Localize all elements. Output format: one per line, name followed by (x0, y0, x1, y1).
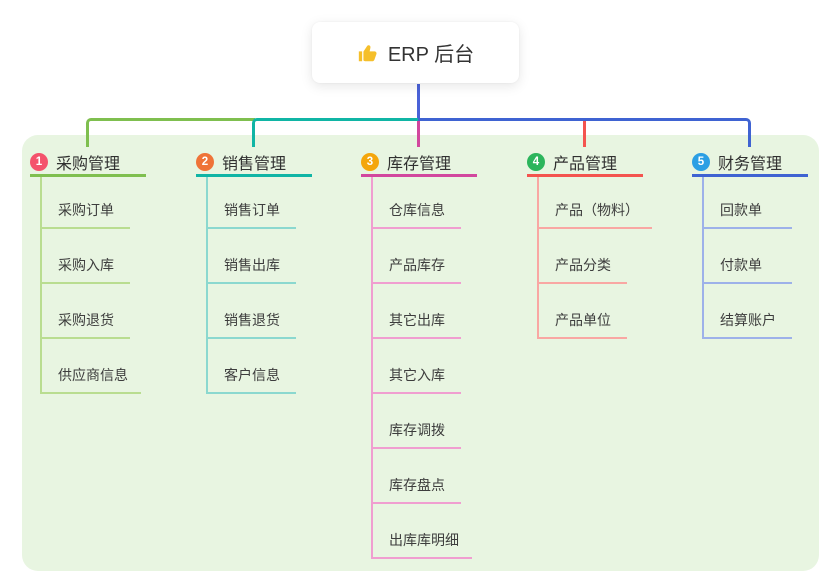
child-node[interactable]: 其它入库 (373, 339, 461, 394)
branches-panel-background (22, 135, 819, 571)
branch-header[interactable]: 2 销售管理 (196, 151, 312, 177)
branch-children: 采购订单采购入库采购退货供应商信息 (40, 177, 141, 394)
child-node-label: 客户信息 (224, 367, 280, 383)
child-node[interactable]: 其它出库 (373, 284, 461, 339)
branch-number-badge: 1 (30, 152, 48, 171)
branch-label: 采购管理 (56, 155, 121, 173)
child-node-label: 库存调拨 (389, 422, 445, 438)
thumbs-up-icon (357, 42, 379, 64)
child-node[interactable]: 供应商信息 (42, 339, 141, 394)
child-node[interactable]: 销售订单 (208, 177, 296, 229)
connector-branch-5 (418, 118, 751, 147)
branch-label: 财务管理 (718, 155, 783, 173)
root-node[interactable]: ERP 后台 (312, 22, 519, 83)
child-node-label: 其它出库 (389, 312, 445, 328)
child-node-label: 销售出库 (224, 257, 280, 273)
child-node[interactable]: 仓库信息 (373, 177, 461, 229)
child-node-label: 库存盘点 (389, 477, 445, 493)
child-node[interactable]: 回款单 (704, 177, 792, 229)
child-node[interactable]: 付款单 (704, 229, 792, 284)
child-node-label: 供应商信息 (58, 367, 128, 383)
child-node[interactable]: 采购退货 (42, 284, 130, 339)
child-node[interactable]: 产品库存 (373, 229, 461, 284)
branch-label: 产品管理 (553, 155, 618, 173)
branch-children: 产品（物料） 产品分类产品单位 (537, 177, 652, 339)
child-node-label: 产品单位 (555, 312, 611, 328)
root-label: ERP 后台 (387, 44, 475, 66)
child-node[interactable]: 产品分类 (539, 229, 627, 284)
branch-number-badge: 2 (196, 152, 214, 171)
child-node[interactable]: 采购入库 (42, 229, 130, 284)
connector-branch-4 (583, 121, 586, 147)
branch-number-badge: 3 (361, 152, 379, 171)
branch-5: 5 财务管理回款单付款单结算账户 (692, 151, 839, 339)
child-node-label: 产品（物料） (555, 202, 639, 218)
child-node-label: 采购订单 (58, 202, 114, 218)
connector-branch-2 (252, 118, 419, 147)
child-node-label: 付款单 (720, 257, 762, 273)
branch-children: 仓库信息产品库存其它出库其它入库库存调拨库存盘点出库库明细 (371, 177, 472, 559)
branch-label: 销售管理 (222, 155, 287, 173)
branch-2: 2 销售管理销售订单销售出库销售退货客户信息 (196, 151, 366, 394)
child-node[interactable]: 库存盘点 (373, 449, 461, 504)
child-node-label: 仓库信息 (389, 202, 445, 218)
child-node[interactable]: 采购订单 (42, 177, 130, 229)
child-node-label: 销售订单 (224, 202, 280, 218)
child-node-label: 销售退货 (224, 312, 280, 328)
branch-label: 库存管理 (387, 155, 452, 173)
child-node[interactable]: 出库库明细 (373, 504, 472, 559)
branch-number-badge: 5 (692, 152, 710, 171)
branch-number-badge: 4 (527, 152, 545, 171)
child-node-label: 其它入库 (389, 367, 445, 383)
branch-header[interactable]: 3 库存管理 (361, 151, 477, 177)
connector-branch-3 (417, 121, 420, 147)
branch-header[interactable]: 1 采购管理 (30, 151, 146, 177)
connector-branch-1 (86, 118, 255, 147)
child-node[interactable]: 产品单位 (539, 284, 627, 339)
branch-1: 1 采购管理采购订单采购入库采购退货供应商信息 (30, 151, 200, 394)
branch-children: 销售订单销售出库销售退货客户信息 (206, 177, 296, 394)
child-node[interactable]: 销售出库 (208, 229, 296, 284)
connector-trunk (417, 84, 420, 118)
branch-4: 4 产品管理产品（物料） 产品分类产品单位 (527, 151, 697, 339)
branch-children: 回款单付款单结算账户 (702, 177, 792, 339)
child-node-label: 回款单 (720, 202, 762, 218)
child-node-label: 采购退货 (58, 312, 114, 328)
child-node-label: 结算账户 (720, 312, 776, 328)
child-node[interactable]: 库存调拨 (373, 394, 461, 449)
child-node-label: 出库库明细 (389, 532, 459, 548)
child-node[interactable]: 销售退货 (208, 284, 296, 339)
branch-header[interactable]: 5 财务管理 (692, 151, 808, 177)
child-node-label: 产品分类 (555, 257, 611, 273)
child-node[interactable]: 产品（物料） (539, 177, 652, 229)
child-node-label: 产品库存 (389, 257, 445, 273)
branch-3: 3 库存管理仓库信息产品库存其它出库其它入库库存调拨库存盘点出库库明细 (361, 151, 531, 559)
child-node[interactable]: 客户信息 (208, 339, 296, 394)
branch-header[interactable]: 4 产品管理 (527, 151, 643, 177)
child-node[interactable]: 结算账户 (704, 284, 792, 339)
child-node-label: 采购入库 (58, 257, 114, 273)
